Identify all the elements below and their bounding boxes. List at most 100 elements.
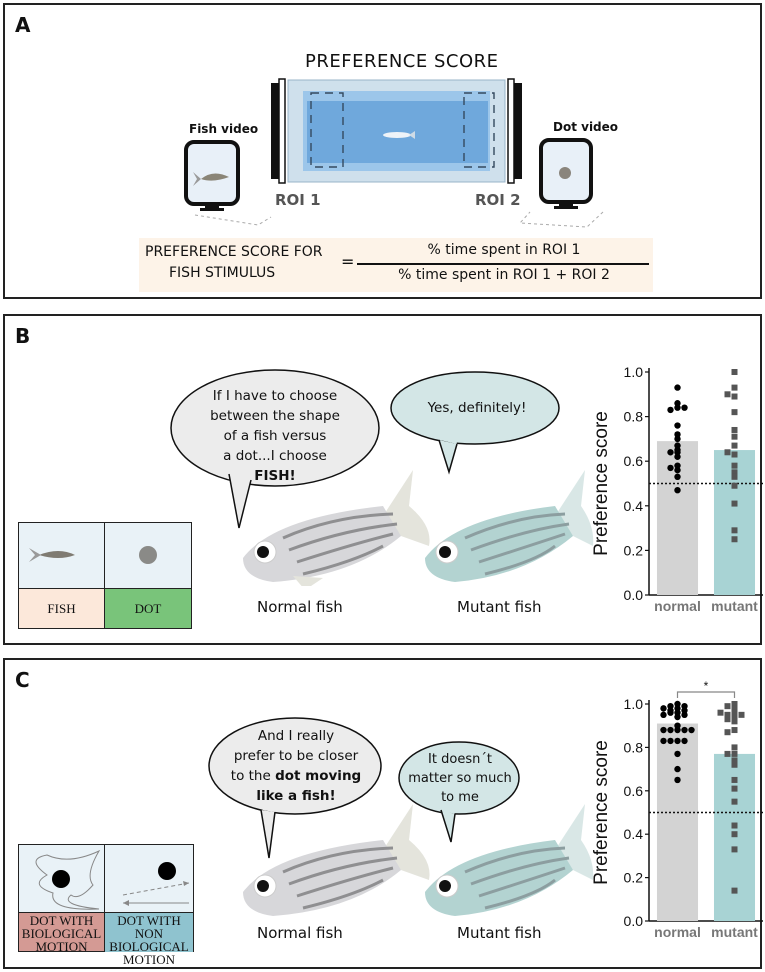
stimulus-legend-b: FISH DOT [18,522,192,629]
bubble-line: It doesn´t [428,752,492,767]
y-tick-label: 0.8 [624,409,644,425]
data-point-normal [660,737,667,745]
x-tick-label-mutant: mutant [711,598,758,614]
dot-video-monitor [518,138,604,228]
biological-motion-cell [19,845,105,913]
data-point-mutant [731,705,738,712]
data-point-mutant [724,391,731,398]
data-point-mutant [724,750,731,757]
fish-stimulus-cell [19,523,105,589]
data-point-mutant [731,831,738,838]
mutant-fish-illustration [425,470,594,582]
data-point-normal [667,737,674,745]
data-point-mutant [731,384,738,391]
data-point-normal [674,442,681,449]
y-tick-label: 0.6 [624,453,644,469]
formula-fraction-line [357,263,649,265]
data-point-mutant [724,716,731,723]
dot-stimulus-label: DOT [105,589,191,628]
formula-numerator: % time spent in ROI 1 [427,242,581,258]
x-tick-label-normal: normal [654,598,701,614]
bubble-line: to me [441,790,479,805]
data-point-mutant [731,527,738,534]
panel-b: B FISH DOT If I have to choose between t… [3,314,763,645]
data-point-normal [667,449,674,456]
label-line: DOT WITH NON [117,913,181,941]
bubble-line: a dot...I choose [223,448,327,464]
y-tick-label: 1.0 [624,364,644,380]
data-point-mutant [724,703,731,710]
data-point-normal [660,726,667,734]
mutant-fish-illustration [425,804,594,916]
biological-motion-label: DOT WITH BIOLOGICAL MOTION [19,913,105,954]
y-tick-label: 0.4 [624,498,644,514]
normal-fish-speech-bubble [208,717,382,859]
right-screen-bar [514,83,522,179]
data-point-mutant [717,709,724,716]
non-biological-motion-label: DOT WITH NON BIOLOGICAL MOTION [105,913,193,966]
non-biological-motion-path-icon [122,862,190,906]
biological-motion-path-icon [35,849,101,910]
data-point-normal [674,750,681,758]
data-point-normal [674,449,681,456]
normal-fish-bubble-text: If I have to choose between the shape of… [175,386,375,486]
data-point-normal [681,707,688,714]
data-point-mutant [731,761,738,768]
data-point-mutant [724,711,731,718]
bubble-bold-fragment: dot moving [275,768,362,784]
tank-water [307,101,488,163]
bubble-line: And I really [257,728,335,744]
left-screen-bar [271,83,279,179]
data-point-normal [674,400,681,407]
data-point-mutant [731,409,738,416]
data-point-normal [674,726,681,734]
data-point-mutant [738,711,745,718]
dot-stimulus-icon [139,546,157,564]
label-line: MOTION [35,939,88,954]
significance-marker: * [704,679,709,693]
y-tick-label: 0.6 [624,783,644,799]
formula-lhs-line2: FISH STIMULUS [169,265,276,281]
significance-bracket [676,691,736,698]
data-point-mutant [731,433,738,440]
bubble-line: matter so much [408,771,512,786]
data-point-normal [674,404,681,411]
formula-denominator: % time spent in ROI 1 + ROI 2 [398,267,610,283]
panel-a-letter: A [15,13,31,37]
y-tick-label: 0.0 [624,587,644,603]
data-point-normal [667,464,674,472]
dot-video-label: Dot video [553,120,619,134]
dot-stimulus-icon [559,167,571,179]
y-axis-label: Preference score [591,411,612,556]
data-point-mutant [731,462,738,469]
data-point-mutant [731,709,738,716]
y-tick-label: 0.4 [624,826,644,842]
data-point-normal [674,462,681,469]
panel-b-letter: B [15,324,31,348]
preference-score-chart-c: Preference score0.00.20.40.60.81.0normal… [591,679,763,940]
fish-video-monitor [184,140,272,226]
mutant-fish-bubble-text: Yes, definitely! [427,400,527,416]
data-point-mutant [731,426,738,433]
y-tick-label: 0.2 [624,542,644,558]
data-point-mutant [731,482,738,489]
tank-title: PREFERENCE SCORE [305,51,499,72]
tank-illustration [271,78,522,184]
x-tick-label-mutant: mutant [711,924,758,940]
dot-stimulus-cell [105,523,191,589]
normal-fish-illustration [243,804,430,916]
data-point-mutant [731,822,738,829]
data-point-normal [681,404,688,411]
data-point-normal [674,776,681,784]
non-biological-motion-cell [105,845,193,913]
label-line: MOTION [123,952,175,967]
data-point-normal [674,453,681,460]
normal-fish-caption: Normal fish [257,598,343,616]
data-point-mutant [731,744,738,751]
roi2-zone [463,92,495,168]
stimulus-legend-c: DOT WITH BIOLOGICAL MOTION DOT WITH NON … [18,844,194,966]
y-tick-label: 0.0 [624,913,644,929]
y-tick-label: 1.0 [624,696,644,712]
data-point-mutant [731,393,738,400]
panel-a: A PREFERENCE SCORE ROI 1 ROI 2 Fish vide… [3,3,762,299]
